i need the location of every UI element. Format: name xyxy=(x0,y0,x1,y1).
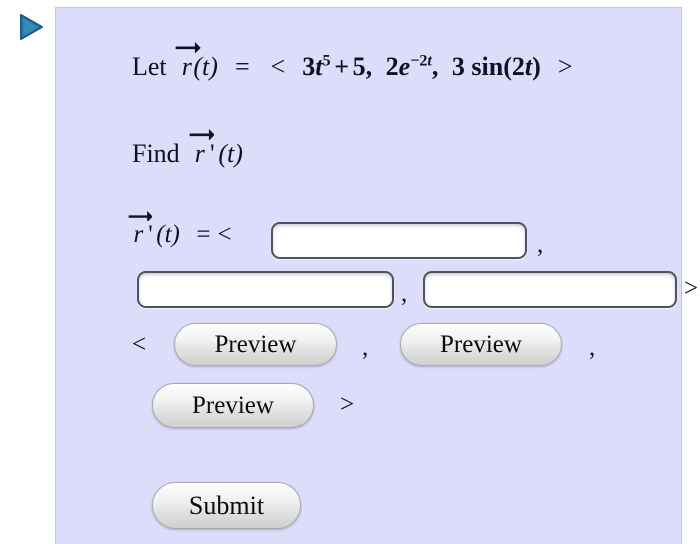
prime-symbol: ' xyxy=(148,221,153,248)
component-x-input[interactable] xyxy=(271,222,527,259)
open-angle-bracket: < xyxy=(217,221,232,248)
close-angle-bracket-row2: > xyxy=(684,275,699,302)
open-angle-bracket: < xyxy=(270,52,286,81)
close-angle-bracket-preview: > xyxy=(340,391,355,418)
vector-arrow-icon xyxy=(189,128,215,140)
comma-separator-1: , xyxy=(537,231,544,258)
vector-r-symbol-answer: r xyxy=(128,210,153,248)
find-argument: (t) xyxy=(218,139,243,168)
comma-separator-4: , xyxy=(589,334,596,361)
equals-sign: = xyxy=(235,52,250,81)
open-angle-bracket-preview: < xyxy=(132,331,147,358)
vector-letter: r xyxy=(181,52,192,81)
preview-z-button[interactable]: Preview xyxy=(152,383,314,428)
vector-arrow-icon xyxy=(175,41,202,53)
preview-x-button[interactable]: Preview xyxy=(174,323,337,366)
answer-argument: (t) xyxy=(156,221,180,248)
vector-letter: r xyxy=(133,221,144,248)
vector-letter: r xyxy=(194,139,205,168)
find-keyword: Find xyxy=(132,139,180,168)
answer-label: r'(t) =< xyxy=(128,210,235,248)
equals-sign: = xyxy=(196,221,211,248)
vector-r-symbol: r xyxy=(176,41,202,81)
let-keyword: Let xyxy=(132,52,167,81)
vector-arrow-icon xyxy=(128,210,153,221)
let-argument: (t) xyxy=(193,52,218,81)
comma-separator-3: , xyxy=(362,334,369,361)
preview-y-button[interactable]: Preview xyxy=(400,323,562,366)
component-z-input[interactable] xyxy=(423,271,677,308)
component-y-input[interactable] xyxy=(137,271,394,308)
prime-symbol: ' xyxy=(210,139,215,168)
submit-button[interactable]: Submit xyxy=(152,482,301,529)
play-triangle-icon[interactable] xyxy=(18,13,44,41)
vector-r-symbol-find: r xyxy=(189,128,215,168)
close-angle-bracket: > xyxy=(557,52,573,81)
comma-separator-2: , xyxy=(401,280,408,307)
